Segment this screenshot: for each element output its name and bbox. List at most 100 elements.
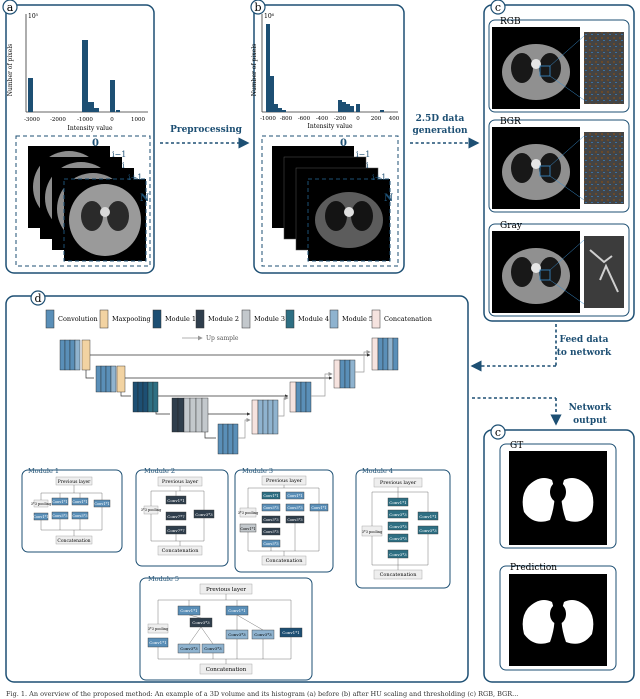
- histogram-b-tick: -600: [298, 116, 311, 122]
- module-2-bottom: Concatenation: [162, 548, 200, 554]
- legend-module2: Module 2: [208, 315, 239, 323]
- histogram-bar: [82, 40, 88, 112]
- panel-b-letter: b: [254, 1, 261, 14]
- histogram-a-bars: [28, 40, 120, 112]
- module-5: Module 5 Previous layer 3*3 pooling Conv…: [139, 575, 313, 681]
- histogram-a-xlabel: Intensity value: [67, 125, 113, 132]
- module-3-pool: 3*3 pooling: [238, 511, 259, 515]
- module-3-title: Module 3: [242, 467, 273, 475]
- module-5-pool: 3*3 pooling: [148, 627, 169, 631]
- module-4-pool: 3*3 pooling: [362, 530, 383, 534]
- encoder-level-2: [95, 365, 126, 393]
- panel-b: b 10⁶ Number of pixels Intensity value -…: [250, 0, 405, 274]
- stack-a-last: N: [140, 193, 149, 204]
- legend: Convolution Maxpooling Module 1 Module 2…: [45, 309, 432, 342]
- module-3-conv3-c: Conv3*3: [263, 530, 278, 534]
- module-4-conv3-b: Conv3*3: [389, 524, 407, 529]
- histogram-b-tick: 200: [371, 116, 382, 122]
- panel-c-top-letter: c: [495, 1, 501, 14]
- module-3-conv1-b: Conv1*1: [263, 494, 278, 498]
- module-5-conv3-d: Conv3*3: [228, 632, 246, 637]
- feed-label-2: to network: [557, 348, 612, 358]
- gt-label: GT: [510, 441, 523, 451]
- module-4-top: Previous layer: [380, 480, 417, 486]
- module-3-conv1-d: Conv1*1: [311, 506, 326, 510]
- panel-d: d Convolution Maxpooling Module 1 Module…: [5, 290, 469, 683]
- module-5-title: Module 5: [148, 575, 179, 583]
- histogram-a-tick: -3000: [24, 117, 40, 123]
- histogram-b-xlabel: Intensity value: [307, 123, 353, 130]
- module-2-conv1: Conv1*1: [167, 498, 184, 503]
- panel-c-channels: c RGB BGR: [483, 0, 635, 322]
- module-1-bottom: Concatenation: [57, 538, 90, 544]
- histogram-a-tick: -1000: [77, 117, 93, 123]
- histogram-a-exponent: 10⁵: [28, 13, 39, 20]
- legend-convolution: Convolution: [58, 315, 98, 323]
- decoder-level-3: [289, 381, 312, 413]
- encoder-level-1: [59, 339, 91, 371]
- stack-a-i: i: [122, 161, 125, 170]
- histogram-a-ticks: -3000 -2000 -1000 0 1000: [24, 117, 145, 123]
- histogram-b-bars: [266, 24, 384, 112]
- module-3-conv3-e: Conv3*3: [287, 506, 302, 510]
- preprocessing-label: Preprocessing: [170, 125, 243, 135]
- histogram-bar: [270, 76, 274, 112]
- channel-rgb: RGB: [488, 17, 630, 113]
- module-5-conv1-d: Conv1*1: [282, 630, 299, 635]
- output-label-1: Network: [569, 403, 613, 413]
- module-4: Module 4 Previous layer 3*3 pooling Conv…: [355, 467, 451, 589]
- stack-a-i-plus: i+1: [128, 173, 142, 182]
- module-5-conv3-e: Conv3*3: [254, 632, 272, 637]
- stack-b-i: i: [366, 161, 369, 170]
- module-2: Module 2 Previous layer 3*3 pooling Conv…: [135, 467, 229, 567]
- bottleneck: [171, 397, 209, 433]
- decoder-level-2: [333, 359, 356, 389]
- module-5-conv3-a: Conv3*3: [192, 620, 210, 625]
- panel-d-letter: d: [34, 292, 41, 305]
- arrow-data-generation: 2.5D data generation: [410, 114, 480, 149]
- module-5-conv1-c: Conv1*1: [228, 608, 245, 613]
- arrow-preprocessing: Preprocessing: [160, 125, 250, 149]
- output-label-2: output: [573, 416, 608, 426]
- module-3-conv1-c: Conv1*1: [287, 494, 302, 498]
- histogram-b-ylabel: Number of pixels: [251, 44, 258, 96]
- histogram-b-tick: 0: [356, 116, 360, 122]
- module-5-bottom: Concatenation: [206, 667, 247, 673]
- module-4-conv3-e: Conv3*3: [419, 528, 437, 533]
- module-1-conv1-a: Conv1*1: [33, 515, 48, 519]
- histogram-b-exponent: 10⁶: [264, 13, 275, 20]
- generation-label-1: 2.5D data: [416, 114, 465, 124]
- skip-connections: [85, 353, 371, 439]
- stack-b-i-plus: i+1: [372, 173, 386, 182]
- legend-module5: Module 5: [342, 315, 373, 323]
- module-4-conv3-c: Conv3*3: [389, 536, 407, 541]
- histogram-bar: [338, 100, 342, 112]
- decoder-level-1: [371, 337, 399, 371]
- module-5-conv3-c: Conv3*3: [204, 646, 222, 651]
- stack-b-last: N: [384, 193, 393, 204]
- module-2-title: Module 2: [144, 467, 175, 475]
- module-2-top: Previous layer: [162, 479, 199, 485]
- module-1: Module 1 Previous layer 3*3 pooling Conv…: [21, 467, 123, 553]
- histogram-a-tick: 0: [110, 117, 114, 123]
- channel-rgb-label: RGB: [500, 17, 521, 27]
- histogram-a-ylabel: Number of pixels: [7, 44, 14, 96]
- ct-stack-a: 0 i−1 i i+1 N: [15, 135, 151, 267]
- panel-a-letter: a: [7, 1, 14, 14]
- module-2-conv3: Conv3*3: [195, 512, 213, 517]
- module-3-conv3-a: Conv3*3: [263, 506, 278, 510]
- module-3-top: Previous layer: [266, 478, 303, 484]
- histogram-a-tick: -2000: [50, 117, 66, 123]
- encoder-level-3: [132, 381, 159, 413]
- histogram-bar: [278, 108, 282, 112]
- module-1-conv1-d: Conv1*1: [94, 502, 109, 506]
- prediction: Prediction: [499, 563, 617, 671]
- stack-a-first: 0: [92, 138, 99, 149]
- module-3: Module 3 Previous layer 3*3 pooling Conv…: [234, 467, 334, 573]
- prediction-label: Prediction: [510, 563, 557, 573]
- module-1-conv1-b: Conv1*1: [52, 500, 67, 504]
- histogram-bar: [94, 108, 99, 112]
- module-1-pool: 3*3 pooling: [31, 502, 52, 506]
- module-4-title: Module 4: [362, 467, 393, 475]
